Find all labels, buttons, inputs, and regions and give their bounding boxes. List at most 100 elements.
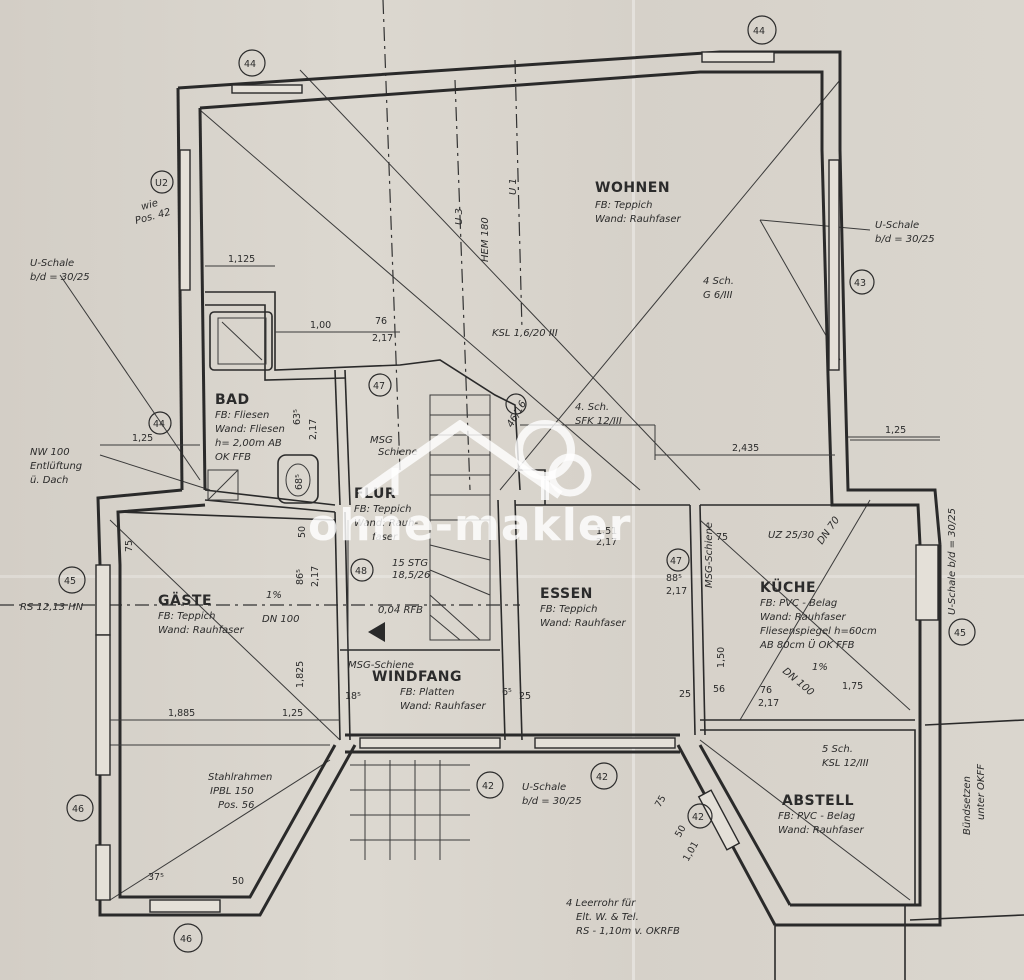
svg-text:1,00: 1,00 bbox=[310, 320, 331, 331]
window-left-upper bbox=[179, 149, 191, 291]
svg-text:FB: Platten: FB: Platten bbox=[400, 687, 454, 698]
wall-abstell-top bbox=[700, 729, 916, 905]
entrance-grid bbox=[350, 760, 470, 860]
window-gaeste-2 bbox=[95, 634, 111, 776]
svg-text:MSG-Schiene: MSG-Schiene bbox=[704, 522, 715, 588]
svg-text:88⁵: 88⁵ bbox=[666, 573, 682, 584]
svg-text:Entlüftung: Entlüftung bbox=[30, 461, 82, 472]
svg-text:47: 47 bbox=[373, 381, 385, 392]
svg-text:DN 100: DN 100 bbox=[262, 614, 299, 625]
svg-text:4. Sch.: 4. Sch. bbox=[575, 402, 609, 413]
svg-text:1,25: 1,25 bbox=[282, 708, 303, 719]
svg-text:b/d = 30/25: b/d = 30/25 bbox=[30, 272, 90, 283]
svg-text:2,17: 2,17 bbox=[308, 419, 319, 440]
window-entrance-2 bbox=[534, 737, 676, 749]
svg-text:DN 70: DN 70 bbox=[815, 515, 842, 547]
wall-abstell-angled-inner bbox=[698, 744, 792, 906]
wall-flur-left bbox=[334, 511, 341, 741]
diagonal-line bbox=[699, 519, 911, 711]
svg-text:86⁵: 86⁵ bbox=[295, 569, 306, 585]
svg-text:2,17: 2,17 bbox=[596, 537, 617, 548]
svg-text:FB: Teppich: FB: Teppich bbox=[595, 200, 653, 211]
svg-text:76: 76 bbox=[375, 316, 387, 327]
svg-text:2,17: 2,17 bbox=[666, 586, 687, 597]
wall-bath-right-2 bbox=[344, 369, 351, 506]
axis-lines bbox=[0, 0, 523, 606]
svg-text:25: 25 bbox=[679, 689, 691, 700]
svg-text:FB: Teppich: FB: Teppich bbox=[158, 611, 216, 622]
svg-text:37⁵: 37⁵ bbox=[148, 872, 164, 883]
svg-text:wie: wie bbox=[140, 198, 159, 213]
wall-flur-right bbox=[497, 499, 506, 741]
svg-text:1,01: 1,01 bbox=[681, 840, 701, 864]
svg-text:47: 47 bbox=[670, 556, 682, 567]
wall-bath-top bbox=[205, 291, 521, 491]
room-name: WOHNEN bbox=[595, 180, 670, 196]
svg-text:Pos. 56: Pos. 56 bbox=[218, 800, 254, 811]
windows bbox=[95, 51, 939, 913]
svg-text:AB 80cm Ü OK FFB: AB 80cm Ü OK FFB bbox=[759, 638, 855, 651]
svg-text:2,17: 2,17 bbox=[758, 698, 779, 709]
room-bad: BAD FB: Fliesen Wand: Fliesen h= 2,00m A… bbox=[215, 392, 285, 463]
diagonal-line bbox=[299, 69, 701, 491]
wall-bottom-angled-inner bbox=[225, 744, 337, 899]
wall-top-inner bbox=[199, 70, 824, 150]
wall-right-inner bbox=[820, 149, 830, 376]
svg-text:2,17: 2,17 bbox=[372, 333, 393, 344]
svg-text:FB: PVC - Belag: FB: PVC - Belag bbox=[778, 811, 855, 822]
wall-top-outer bbox=[177, 50, 842, 150]
svg-text:Wand: Rauhfaser: Wand: Rauhfaser bbox=[400, 701, 486, 712]
svg-text:1,25: 1,25 bbox=[885, 425, 906, 436]
svg-text:0,04 RFB: 0,04 RFB bbox=[378, 605, 423, 616]
svg-text:Fliesenspiegel h=60cm: Fliesenspiegel h=60cm bbox=[760, 626, 877, 637]
wall-gaeste-top bbox=[117, 511, 336, 521]
walls bbox=[96, 50, 942, 927]
svg-text:46: 46 bbox=[180, 934, 192, 945]
svg-text:Bündsetzen: Bündsetzen bbox=[962, 776, 973, 835]
svg-text:75: 75 bbox=[653, 794, 669, 810]
room-kueche: KÜCHE FB: PVC - Belag Wand: Rauhfaser Fl… bbox=[759, 578, 877, 651]
svg-text:b/d = 30/25: b/d = 30/25 bbox=[522, 796, 582, 807]
svg-text:1,825: 1,825 bbox=[295, 661, 306, 688]
svg-text:IPBL 150: IPBL 150 bbox=[210, 786, 254, 797]
svg-text:1,125: 1,125 bbox=[228, 254, 255, 265]
svg-text:SFK 12/III: SFK 12/III bbox=[575, 416, 622, 427]
leader-line bbox=[99, 454, 211, 491]
wall-bath-bottom-2 bbox=[204, 499, 336, 513]
svg-text:1,885: 1,885 bbox=[168, 708, 195, 719]
svg-text:G 6/III: G 6/III bbox=[703, 290, 733, 301]
svg-text:63⁵: 63⁵ bbox=[292, 409, 303, 425]
svg-text:76: 76 bbox=[760, 685, 772, 696]
svg-text:U 3: U 3 bbox=[454, 208, 465, 225]
svg-text:50: 50 bbox=[232, 876, 244, 887]
svg-text:18,5/26: 18,5/26 bbox=[392, 570, 430, 581]
window-gaeste-3 bbox=[95, 844, 111, 901]
svg-text:FB: PVC - Belag: FB: PVC - Belag bbox=[760, 598, 837, 609]
room-name: GÄSTE bbox=[158, 592, 212, 609]
window-entrance-1 bbox=[359, 737, 501, 749]
svg-text:Wand: Rauhfaser: Wand: Rauhfaser bbox=[158, 625, 244, 636]
svg-text:U2: U2 bbox=[155, 178, 168, 189]
svg-text:OK FFB: OK FFB bbox=[215, 452, 251, 463]
svg-text:faser: faser bbox=[372, 532, 398, 543]
window-right-upper bbox=[828, 159, 840, 371]
wall-left-lower-inner bbox=[118, 565, 225, 899]
wall-right-step bbox=[843, 374, 942, 546]
svg-text:1,51: 1,51 bbox=[596, 526, 617, 537]
axis-hem bbox=[454, 79, 471, 491]
svg-text:68⁵: 68⁵ bbox=[294, 474, 305, 490]
svg-text:Wand: Rauhfaser: Wand: Rauhfaser bbox=[595, 214, 681, 225]
vent-box bbox=[207, 469, 239, 501]
svg-text:Wand: Fliesen: Wand: Fliesen bbox=[215, 424, 285, 435]
annotations: U-Schale b/d = 30/25 U-Schale b/d = 30/2… bbox=[20, 178, 987, 937]
svg-text:Schiene: Schiene bbox=[378, 447, 418, 458]
svg-text:FB: Fliesen: FB: Fliesen bbox=[215, 410, 269, 421]
room-wohnen: WOHNEN FB: Teppich Wand: Rauhfaser bbox=[595, 180, 681, 225]
room-name: ESSEN bbox=[540, 586, 593, 602]
svg-text:MSG: MSG bbox=[370, 435, 393, 446]
wall-bottom-angled bbox=[225, 744, 357, 917]
svg-text:HEM 180: HEM 180 bbox=[480, 217, 491, 262]
svg-text:44: 44 bbox=[753, 26, 765, 37]
wall-flur-right-2 bbox=[514, 499, 523, 741]
svg-text:RS 12,13 HN: RS 12,13 HN bbox=[20, 602, 84, 613]
